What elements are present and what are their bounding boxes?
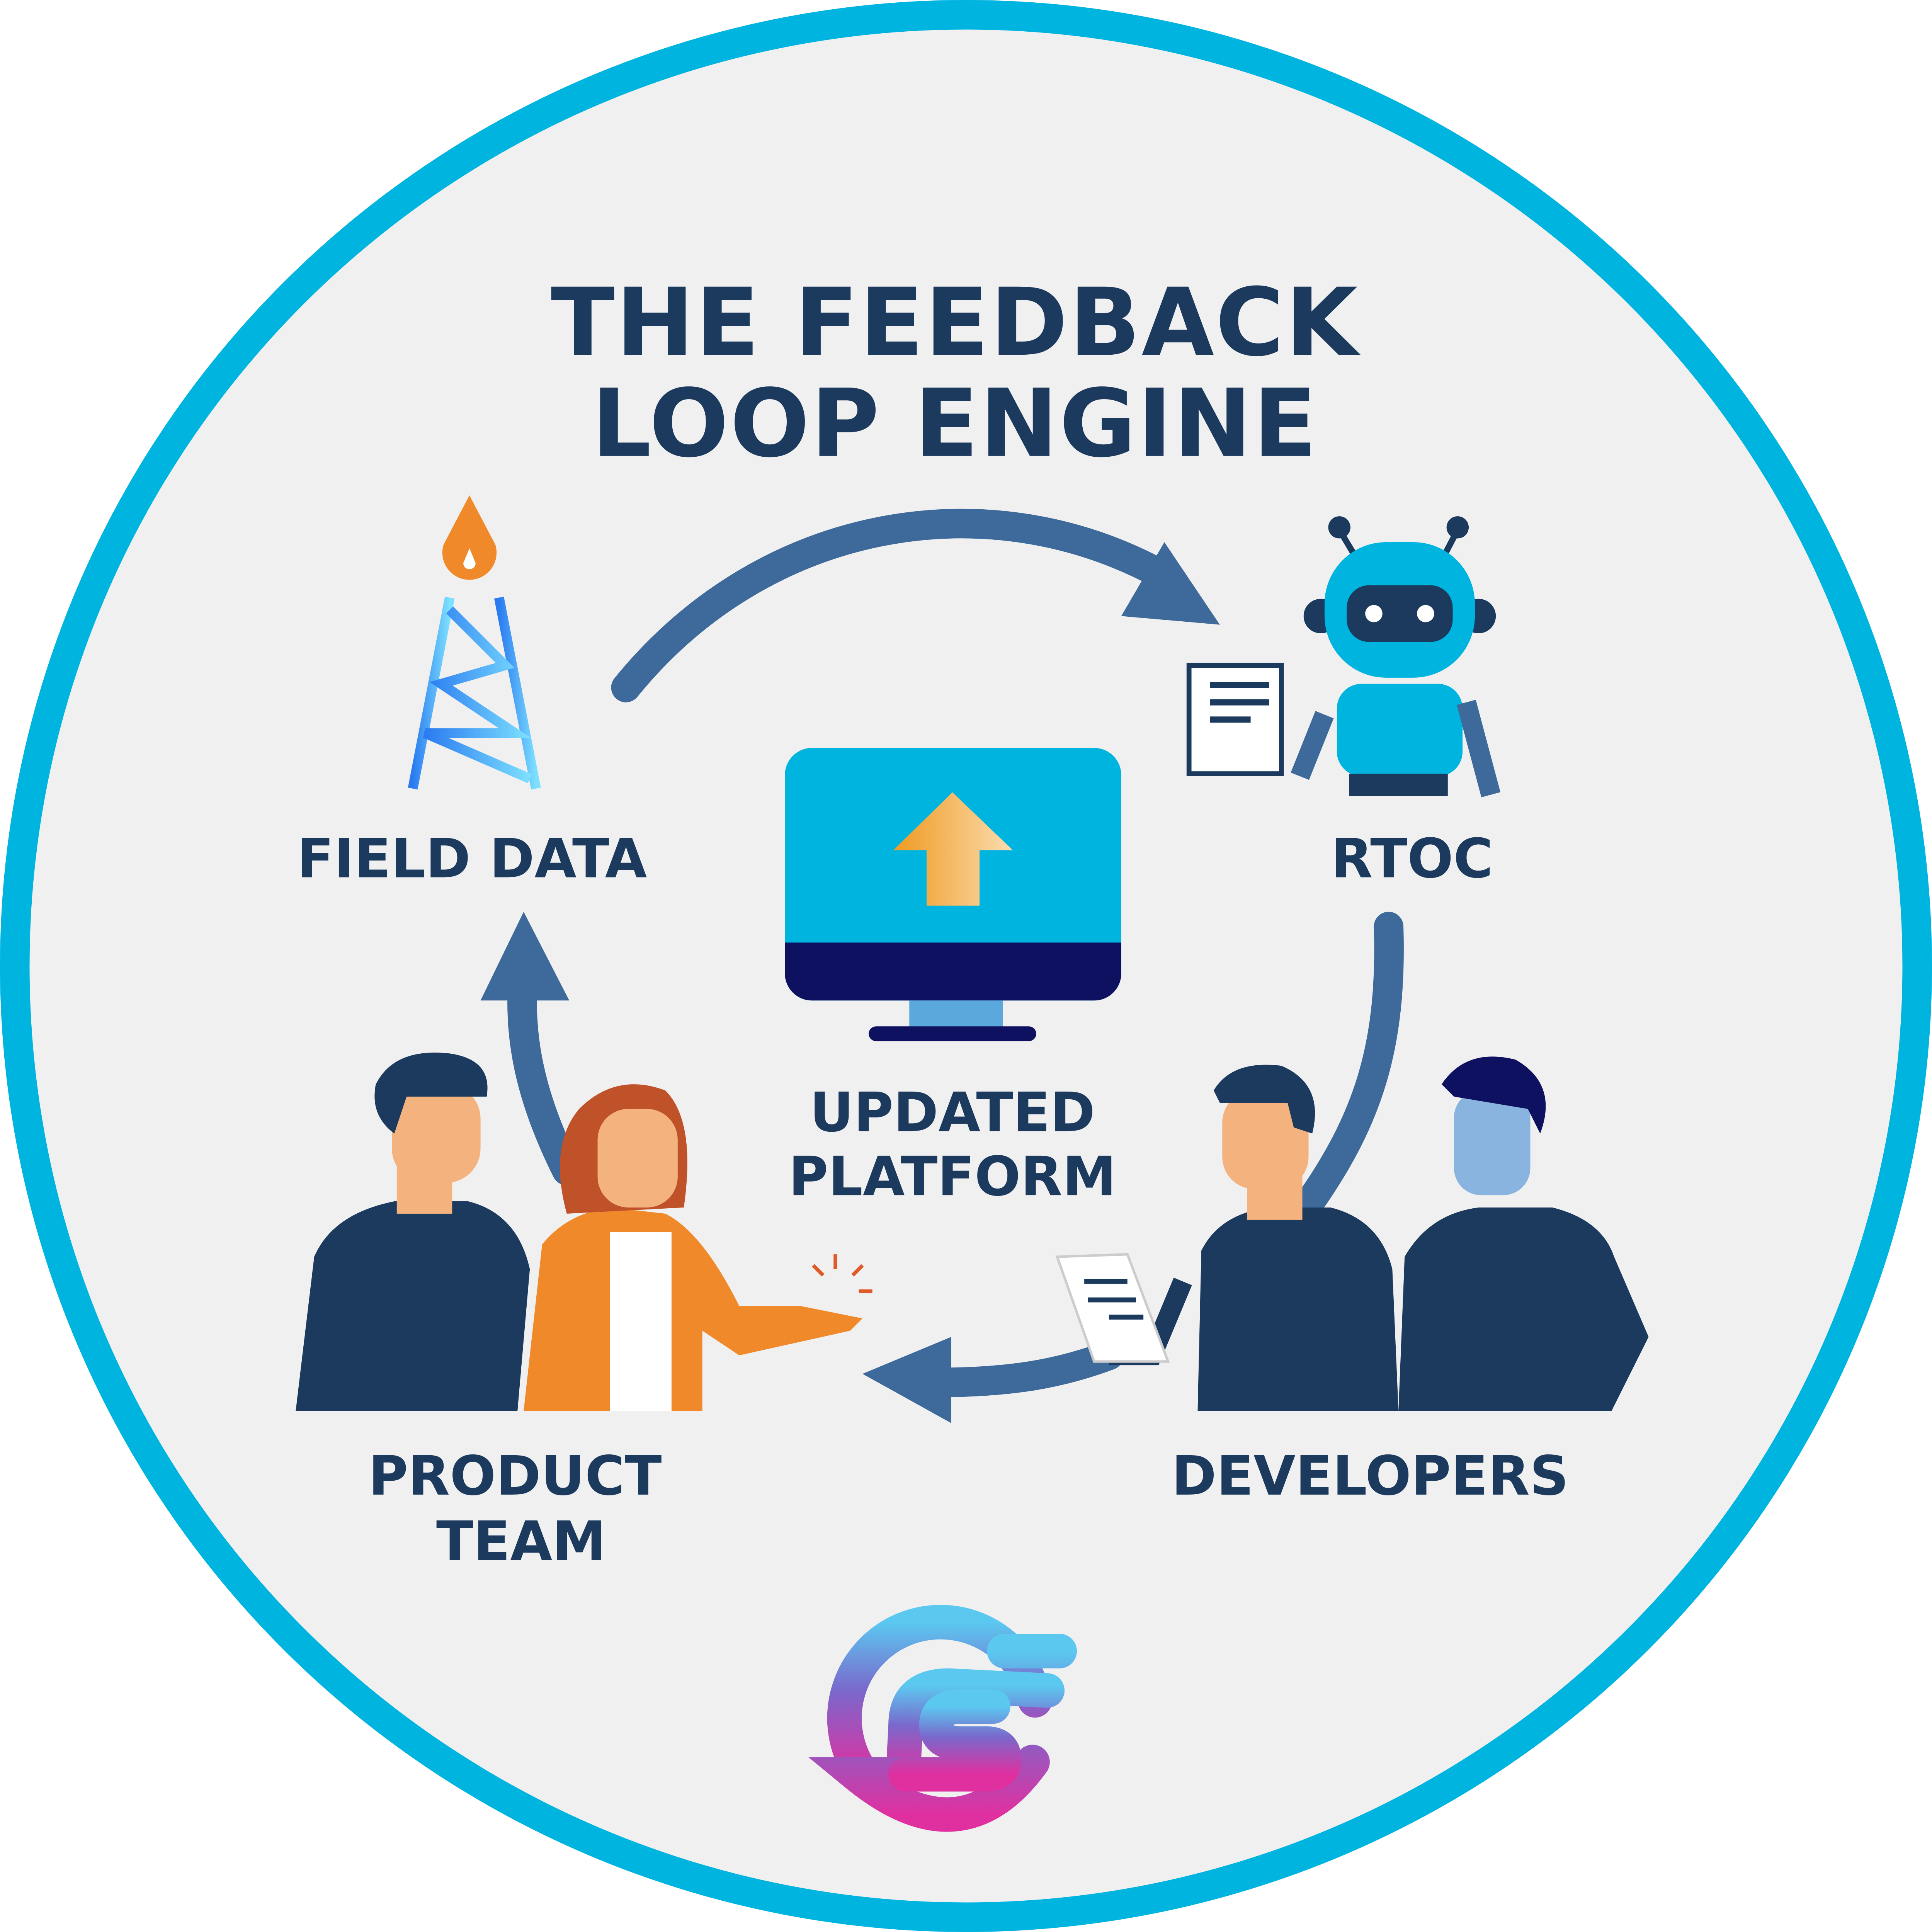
label-platform-line-2: PLATFORM xyxy=(789,1145,1116,1208)
developers-illustration xyxy=(1055,1056,1649,1411)
arrow-rtoc-to-developers xyxy=(1291,912,1404,1223)
label-rtoc: RTOC xyxy=(1331,827,1493,890)
label-product-team-line-1: PRODUCT xyxy=(368,1445,662,1508)
label-developers: DEVELOPERS xyxy=(1172,1445,1569,1508)
robot-icon xyxy=(1186,516,1501,798)
arrow-field-to-rtoc xyxy=(611,509,1173,702)
upload-arrow-icon xyxy=(893,792,1013,906)
company-logo xyxy=(808,1605,1077,1832)
product-team-illustration xyxy=(296,1053,872,1411)
arrowhead-icon xyxy=(480,912,570,1001)
label-product-team-line-2: TEAM xyxy=(436,1510,606,1573)
title-line-1: THE FEEDBACK xyxy=(551,268,1361,377)
arrow-developers-to-product xyxy=(922,1340,1124,1398)
flame-icon xyxy=(442,495,497,580)
oil-rig-icon xyxy=(388,495,561,794)
arrowhead-icon xyxy=(1121,542,1220,625)
label-platform-line-1: UPDATED xyxy=(810,1081,1095,1144)
monitor-icon xyxy=(785,748,1121,1041)
label-field-data: FIELD DATA xyxy=(297,827,647,890)
loop-arrows xyxy=(507,509,1404,1398)
title-line-2: LOOP ENGINE xyxy=(592,369,1318,478)
arrowhead-icon xyxy=(862,1337,951,1423)
